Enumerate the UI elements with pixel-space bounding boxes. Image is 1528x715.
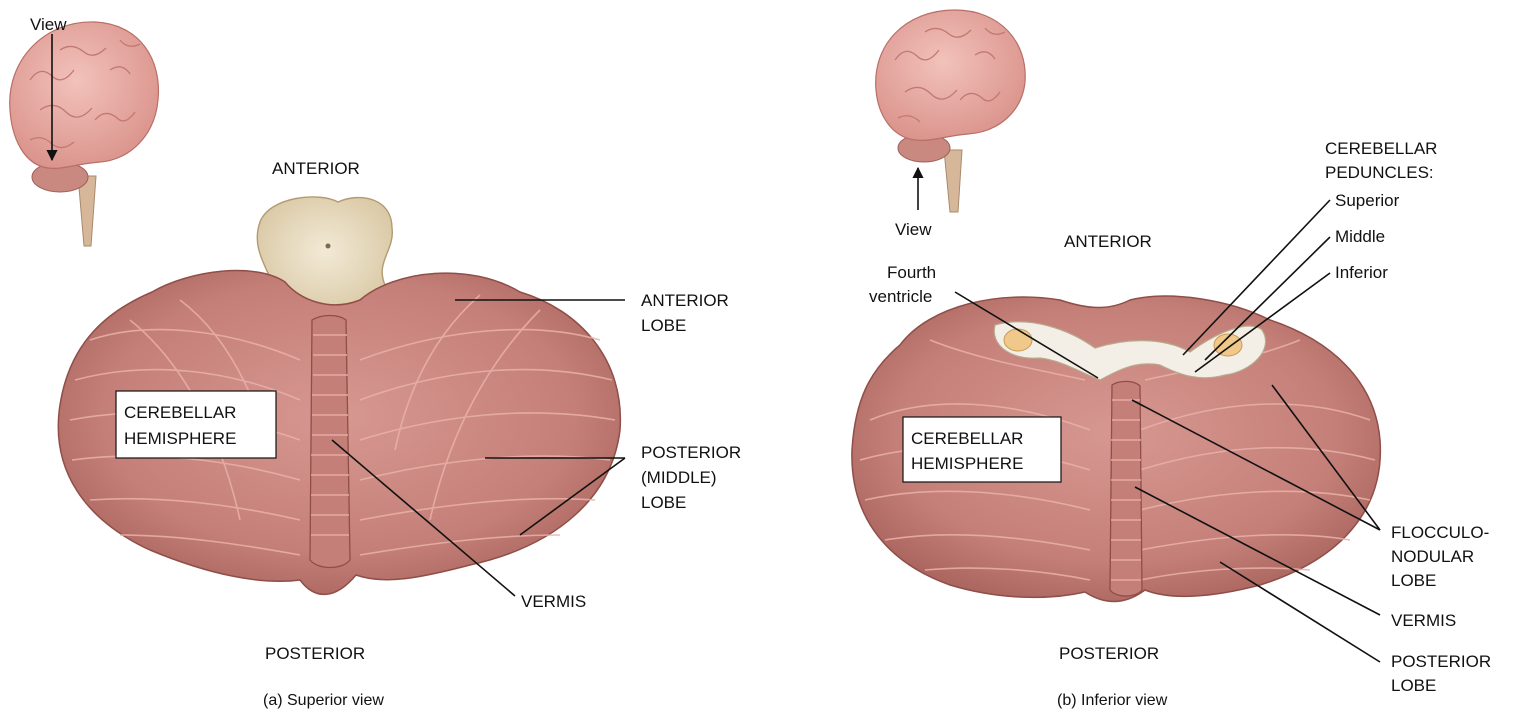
view-label-b: View (895, 220, 932, 239)
peduncles-heading-1: CEREBELLAR (1325, 139, 1437, 158)
vermis-label-a: VERMIS (521, 592, 586, 611)
posterior-middle-lobe-label-3: LOBE (641, 493, 686, 512)
view-label-a: View (30, 15, 67, 34)
fourth-ventricle-label-1: Fourth (887, 263, 936, 282)
peduncles-heading-2: PEDUNCLES: (1325, 163, 1434, 182)
inferior-peduncle-label: Inferior (1335, 263, 1388, 282)
anterior-lobe-label-2: LOBE (641, 316, 686, 335)
leader-posterior-lobe (1220, 562, 1380, 662)
middle-peduncle-label: Middle (1335, 227, 1385, 246)
posterior-label-a: POSTERIOR (265, 644, 365, 663)
posterior-label-b: POSTERIOR (1059, 644, 1159, 663)
anterior-lobe-label-1: ANTERIOR (641, 291, 729, 310)
anterior-label-b: ANTERIOR (1064, 232, 1152, 251)
brain-icon-superior: View (10, 15, 159, 246)
superior-peduncle-label: Superior (1335, 191, 1400, 210)
posterior-middle-lobe-label-2: (MIDDLE) (641, 468, 717, 487)
panel-a-superior: View ANTERIOR (10, 15, 741, 709)
anterior-label-a: ANTERIOR (272, 159, 360, 178)
vermis-label-b: VERMIS (1391, 611, 1456, 630)
fourth-ventricle-label-2: ventricle (869, 287, 932, 306)
flocculonodular-label-3: LOBE (1391, 571, 1436, 590)
caption-b: (b) Inferior view (1057, 692, 1168, 709)
brain-icon-inferior: View (876, 10, 1026, 239)
panel-b-inferior: View CEREBELLAR PEDUNCLES: Superior Midd… (852, 10, 1491, 709)
flocculonodular-label-2: NODULAR (1391, 547, 1474, 566)
posterior-lobe-label-2: LOBE (1391, 676, 1436, 695)
posterior-middle-lobe-label-1: POSTERIOR (641, 443, 741, 462)
hemisphere-box-b: CEREBELLAR HEMISPHERE (903, 417, 1061, 482)
flocculonodular-label-1: FLOCCULO- (1391, 523, 1489, 542)
caption-a: (a) Superior view (263, 692, 384, 709)
svg-text:CEREBELLAR: CEREBELLAR (124, 403, 236, 422)
svg-text:CEREBELLAR: CEREBELLAR (911, 429, 1023, 448)
svg-text:HEMISPHERE: HEMISPHERE (911, 454, 1023, 473)
hemisphere-box-a: CEREBELLAR HEMISPHERE (116, 391, 276, 458)
posterior-lobe-label-1: POSTERIOR (1391, 652, 1491, 671)
svg-text:HEMISPHERE: HEMISPHERE (124, 429, 236, 448)
